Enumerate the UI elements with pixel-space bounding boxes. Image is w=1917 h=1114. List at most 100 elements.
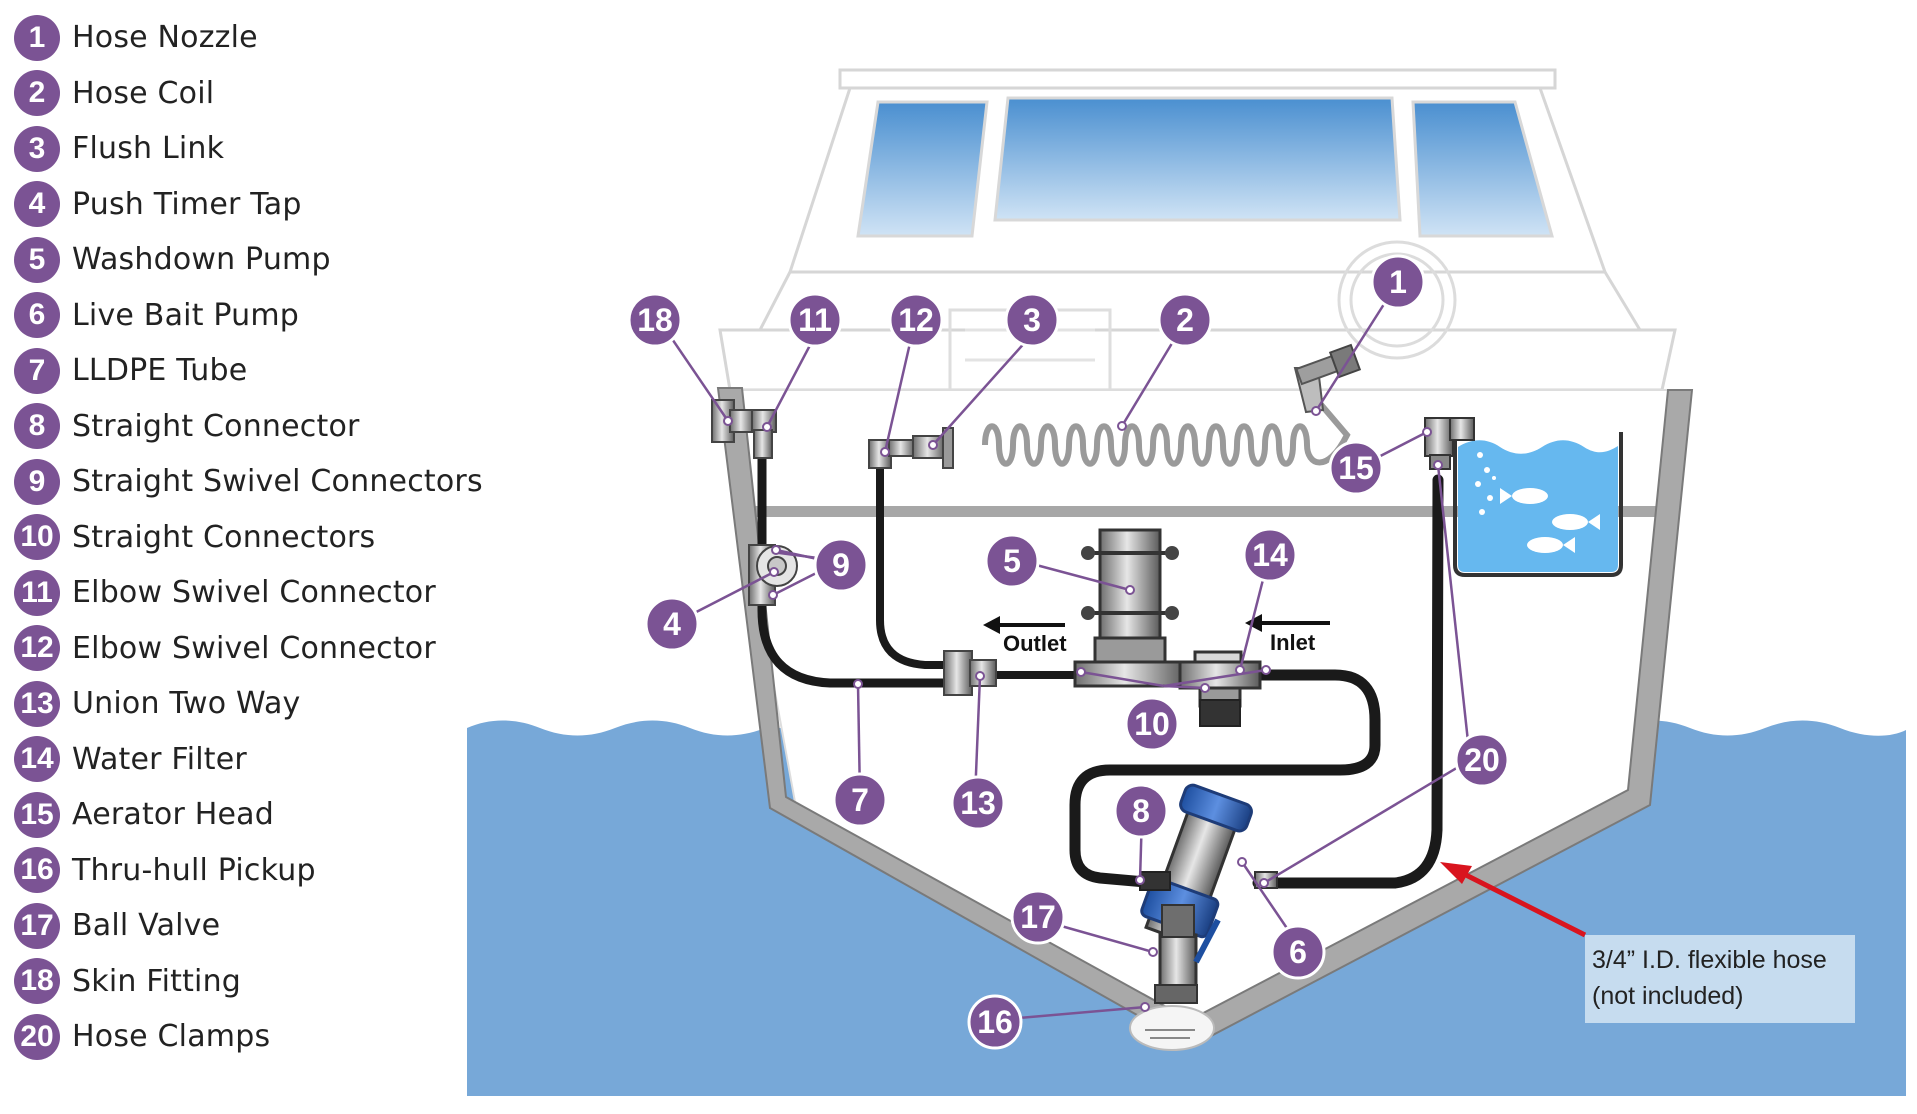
legend-label: Thru-hull Pickup [72,852,316,888]
marker-20: 20 [1454,732,1510,788]
legend-badge: 18 [14,958,60,1005]
legend-label: Hose Nozzle [72,20,258,56]
callout-arrow [1440,862,1587,938]
marker-10: 10 [1124,696,1180,752]
marker-label: 15 [1338,450,1374,486]
hose-coil [982,378,1351,467]
livewell-tank [1453,432,1623,577]
marker-12: 12 [888,292,944,348]
marker-label: 17 [1020,899,1056,935]
legend-label: Elbow Swivel Connector [72,630,436,666]
leader-dots [723,406,1443,1012]
legend-badge: 8 [14,403,60,450]
washdown-pump [1073,528,1187,688]
legend-label: Aerator Head [72,797,274,833]
legend-badge: 11 [14,569,60,616]
window-left [856,100,989,238]
callout-box [1585,935,1855,1023]
union-two-way [943,650,997,696]
window-center [993,96,1402,222]
marker-label: 13 [960,785,996,821]
marker-label: 11 [798,302,832,338]
marker-3: 3 [1004,292,1060,348]
marker-16: 16 [967,994,1023,1050]
callout-line-2: (not included) [1592,982,1743,1010]
marker-11: 11 [787,292,843,348]
legend-badge: 17 [14,902,60,949]
legend-label: Skin Fitting [72,963,242,999]
marker-2: 2 [1157,292,1213,348]
legend-badge: 1 [14,14,60,61]
marker-7: 7 [832,772,888,828]
inlet-label: Inlet [1270,630,1316,655]
ball-valve [1158,904,1221,989]
marker-9: 9 [813,537,869,593]
legend-item: 7 LLDPE Tube [14,343,484,399]
marker-label: 7 [851,782,869,818]
marker-label: 8 [1132,793,1150,829]
legend-badge: 13 [14,680,60,727]
legend-badge: 16 [14,847,60,894]
legend-label: Live Bait Pump [72,297,300,333]
legend-label: Union Two Way [72,686,301,722]
legend-badge: 10 [14,514,60,561]
marker-label: 4 [663,606,681,642]
legend-label: Elbow Swivel Connector [72,575,436,611]
marker-1: 1 [1370,254,1426,310]
sea-water [1615,720,1906,1096]
legend-label: Ball Valve [72,908,221,944]
marker-label: 3 [1023,302,1041,338]
marker-6: 6 [1270,924,1326,980]
marker-label: 9 [832,547,850,583]
marker-label: 6 [1289,934,1307,970]
outlet-label: Outlet [1003,631,1067,656]
marker-label: 1 [1389,264,1407,300]
marker-label: 16 [977,1004,1013,1040]
marker-label: 14 [1252,537,1288,573]
legend-badge: 7 [14,347,60,394]
legend-item: 16 Thru-hull Pickup [14,843,484,899]
marker-label: 2 [1176,302,1194,338]
legend-badge: 4 [14,181,60,228]
legend-label: Straight Connector [72,408,360,444]
legend-badge: 2 [14,70,60,117]
marker-label: 10 [1134,706,1170,742]
thru-hull-pickup [1129,984,1215,1051]
legend-label: Straight Swivel Connectors [72,464,483,500]
marker-17: 17 [1010,889,1066,945]
legend-label: Push Timer Tap [72,186,302,222]
hose-nozzle [1293,343,1362,414]
deck-beam [738,506,1676,517]
marker-13: 13 [950,775,1006,831]
legend-item: 1 Hose Nozzle [14,10,484,66]
legend-label: Flush Link [72,131,225,167]
marker-label: 12 [898,302,934,338]
hose-lines [757,425,1444,889]
legend-badge: 14 [14,736,60,783]
marker-5: 5 [984,533,1040,589]
flow-arrow-inlet [1245,614,1330,632]
legend-label: LLDPE Tube [72,353,248,389]
legend-label: Straight Connectors [72,519,376,555]
marker-8: 8 [1113,783,1169,839]
legend-badge: 15 [14,791,60,838]
marker-label: 18 [637,302,673,338]
flow-arrow-outlet [983,616,1065,634]
legend-item: 12 Elbow Swivel Connector [14,621,484,677]
marker-18: 18 [627,292,683,348]
legend-item: 8 Straight Connector [14,399,484,455]
legend-item: 10 Straight Connectors [14,510,484,566]
legend-label: Hose Clamps [72,1019,271,1055]
legend-badge: 12 [14,625,60,672]
sea-water [467,720,765,1096]
marker-4: 4 [644,596,700,652]
legend-item: 11 Elbow Swivel Connector [14,565,484,621]
